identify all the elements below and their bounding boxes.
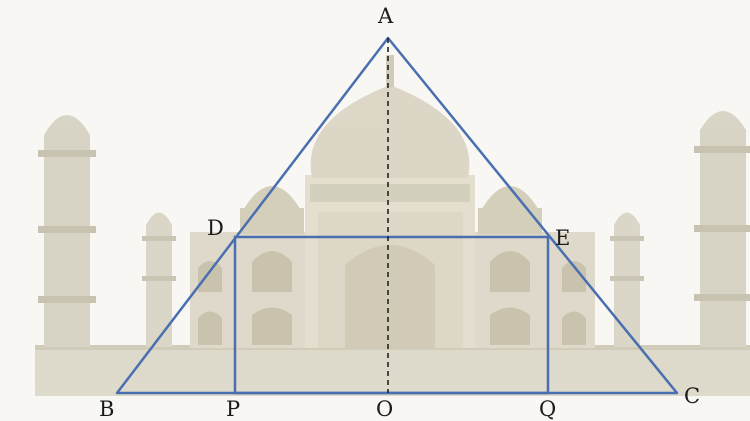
label-a: A	[377, 4, 394, 28]
geometry-figure	[115, 36, 679, 395]
small-left-tower	[142, 212, 176, 347]
label-d: D	[207, 216, 224, 240]
central-arch	[345, 245, 435, 348]
label-q: Q	[539, 397, 556, 421]
right-minaret	[694, 111, 750, 347]
rectangle-deqp	[233, 235, 550, 395]
left-minaret	[38, 115, 96, 347]
label-e: E	[555, 226, 570, 250]
label-o: O	[376, 397, 393, 421]
point-labels: A B C D E O P Q	[99, 4, 700, 421]
left-chhatri	[240, 186, 304, 234]
main-dome	[310, 85, 470, 178]
side-arches	[198, 251, 586, 345]
small-right-tower	[610, 212, 644, 347]
label-c: C	[684, 384, 700, 408]
monument-illustration	[35, 55, 750, 396]
label-p: P	[226, 397, 240, 421]
platform	[35, 348, 750, 396]
label-b: B	[99, 397, 114, 421]
